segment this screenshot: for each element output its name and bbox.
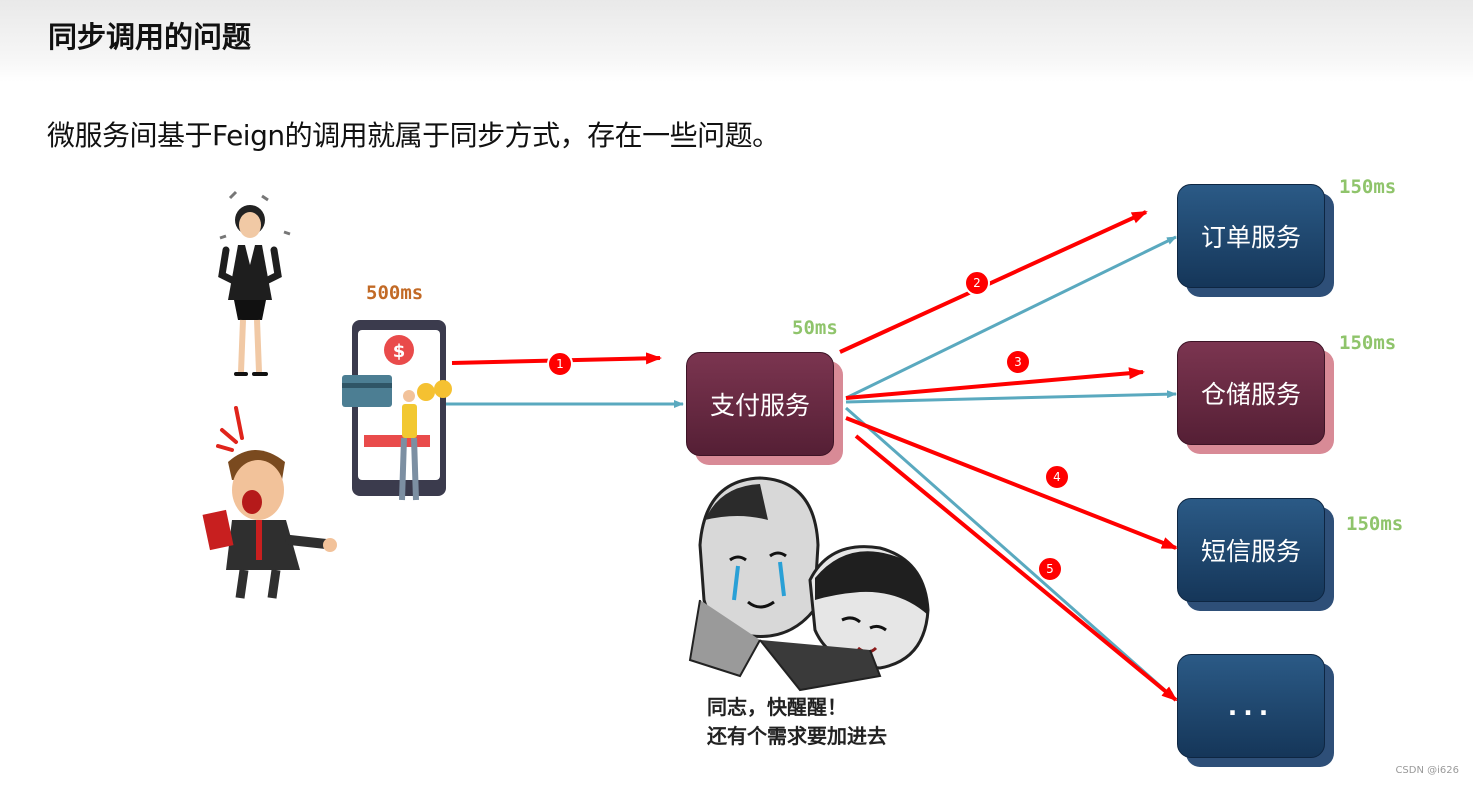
step-badge-2: 2 xyxy=(965,271,989,295)
boss-hand xyxy=(323,538,337,552)
waiting-woman-illustration xyxy=(220,192,290,374)
step-label-5: 5 xyxy=(1046,562,1054,576)
woman-legs xyxy=(241,320,259,372)
step-arrow-4 xyxy=(846,418,1176,548)
step-label-2: 2 xyxy=(973,276,981,290)
step-arrow-2 xyxy=(840,212,1146,352)
step-badge-3: 3 xyxy=(1006,350,1030,374)
csdn-watermark: CSDN @i626 xyxy=(1395,765,1459,776)
meme-caption-line-2: 还有个需求要加进去 xyxy=(707,722,887,751)
meme-caption-line-1: 同志，快醒醒！ xyxy=(707,693,887,722)
woman-face xyxy=(239,212,261,238)
boss-suit xyxy=(226,520,300,570)
coin-icon xyxy=(434,380,452,398)
customer-head xyxy=(403,390,415,402)
boss-tie xyxy=(256,520,262,560)
step-badge-1: 1 xyxy=(548,352,572,376)
meme-caption: 同志，快醒醒！ 还有个需求要加进去 xyxy=(707,693,887,751)
credit-card-icon xyxy=(342,375,392,407)
boss-red-book xyxy=(203,510,234,550)
boss-mouth xyxy=(242,490,262,514)
credit-card-stripe xyxy=(342,383,392,388)
step-badge-4: 4 xyxy=(1045,465,1069,489)
angry-boss-illustration xyxy=(203,408,337,598)
anger-lines xyxy=(218,408,242,450)
boss-pointing-arm xyxy=(290,540,326,544)
customer-body xyxy=(402,404,417,438)
step-label-1: 1 xyxy=(556,357,564,371)
boss-legs xyxy=(240,570,276,598)
step-badge-5: 5 xyxy=(1038,557,1062,581)
crying-meme-illustration xyxy=(690,478,928,690)
step-label-3: 3 xyxy=(1014,355,1022,369)
coin-icon xyxy=(417,383,435,401)
dollar-sign-glyph: $ xyxy=(393,341,406,362)
step-label-4: 4 xyxy=(1053,470,1061,484)
pay-button-shape xyxy=(364,435,430,447)
woman-skirt xyxy=(234,300,266,320)
phone-payment-illustration: $ xyxy=(342,320,452,500)
